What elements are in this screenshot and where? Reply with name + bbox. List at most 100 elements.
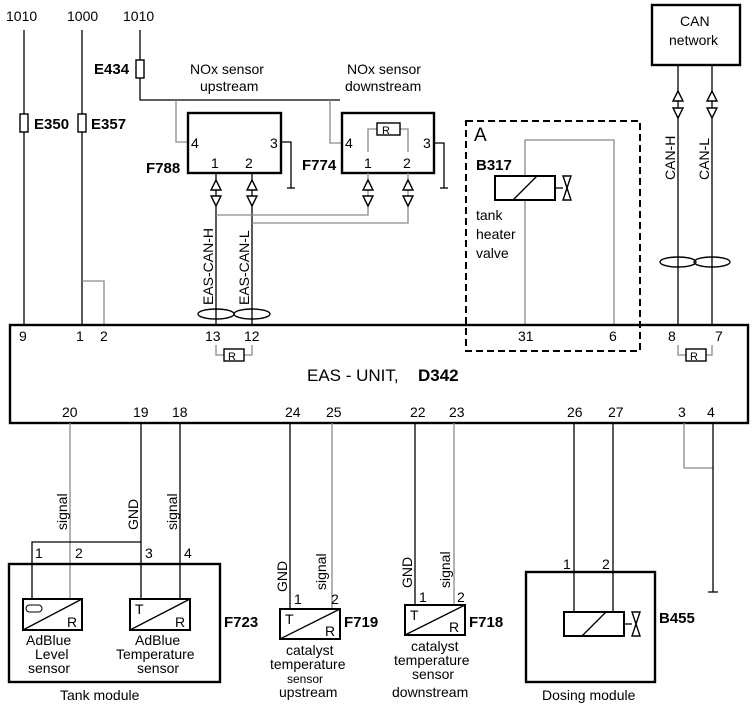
f788-pin-3: 3 bbox=[270, 135, 278, 151]
f774-resistor-lead-2 bbox=[400, 128, 409, 152]
f719-pin-1: 1 bbox=[294, 591, 302, 607]
eas-can-h-label: EAS-CAN-H bbox=[200, 228, 216, 305]
f719-id: F719 bbox=[344, 614, 378, 631]
sensor-diagonal bbox=[404, 604, 466, 636]
twisted-pair-icon bbox=[233, 308, 271, 320]
valve-icon-bottom bbox=[631, 621, 641, 637]
tank-pin-4: 4 bbox=[184, 545, 192, 561]
f718-wire-label-gnd: GND bbox=[399, 557, 415, 588]
connector-icon bbox=[671, 89, 685, 102]
f719-wire-label-signal: signal bbox=[313, 553, 329, 590]
fuse-icon-e350 bbox=[19, 113, 29, 133]
nox-downstream-title-2: downstream bbox=[345, 78, 421, 94]
resistor-lead bbox=[215, 345, 224, 356]
wire-tank-gnd-link bbox=[31, 541, 141, 598]
supply-label-1010-a: 1010 bbox=[6, 8, 37, 24]
eas-unit-box bbox=[8, 323, 750, 425]
solenoid-diagonal bbox=[512, 175, 538, 201]
f719-desc-4: upstream bbox=[279, 684, 337, 700]
group-a-label: A bbox=[474, 125, 487, 146]
temp-sensor-desc-3: sensor bbox=[137, 660, 179, 676]
connector-icon bbox=[361, 195, 375, 208]
nox-downstream-id: F774 bbox=[302, 157, 337, 174]
f718-wire-label-signal: signal bbox=[437, 551, 453, 588]
dosing-module-name: Dosing module bbox=[542, 687, 636, 703]
eas-can-connectors bbox=[209, 173, 415, 325]
sensor-diagonal bbox=[22, 598, 83, 631]
fuse-label-e350: E350 bbox=[34, 116, 69, 133]
f788-pin-4: 4 bbox=[191, 135, 199, 151]
f718-desc-2: temperature bbox=[394, 652, 470, 668]
wire-f788-pin3-ground bbox=[281, 141, 292, 188]
can-l-label: CAN-L bbox=[696, 138, 712, 180]
f718-letter-r: R bbox=[449, 619, 459, 635]
level-sensor-letter-r: R bbox=[67, 614, 77, 630]
dosing-module-box bbox=[524, 570, 657, 684]
wire-f788-pin4 bbox=[175, 100, 188, 143]
f788-pin-1: 1 bbox=[211, 155, 219, 171]
fuse-icon-e357 bbox=[77, 113, 87, 133]
resistor-lead bbox=[706, 345, 713, 356]
dosing-module-id: B455 bbox=[659, 610, 695, 627]
b455-pin-1: 1 bbox=[563, 556, 571, 572]
connector-icon bbox=[361, 178, 375, 191]
eas-pin-3: 3 bbox=[678, 404, 686, 420]
f718-desc-3: sensor bbox=[412, 666, 454, 682]
level-sensor-desc-2: Level bbox=[35, 646, 68, 662]
b317-id: B317 bbox=[476, 157, 512, 174]
connector-icon bbox=[401, 195, 415, 208]
nox-downstream-title-1: NOx sensor bbox=[347, 61, 421, 77]
tank-wire-label-signal-1: signal bbox=[54, 493, 70, 530]
wire-pin2-link bbox=[82, 280, 105, 325]
f718-desc-1: catalyst bbox=[411, 638, 459, 654]
f718-pin-2: 2 bbox=[457, 589, 465, 605]
eas-pin-8: 8 bbox=[668, 328, 676, 344]
sensor-diagonal bbox=[279, 608, 341, 640]
float-icon bbox=[25, 604, 43, 613]
tank-pin-3: 3 bbox=[145, 545, 153, 561]
level-sensor-desc-1: AdBlue bbox=[26, 632, 71, 648]
supply-label-1010-b: 1010 bbox=[123, 8, 154, 24]
eas-can-resistor-label: R bbox=[228, 351, 236, 363]
eas-pin-25: 25 bbox=[326, 404, 342, 420]
nox-upstream-id: F788 bbox=[146, 160, 180, 177]
connector-icon bbox=[671, 107, 685, 120]
wire-1010-b bbox=[139, 30, 340, 101]
b317-desc-1: tank bbox=[476, 207, 503, 223]
tank-wire-label-signal-2: signal bbox=[164, 493, 180, 530]
f719-wire-label-gnd: GND bbox=[274, 561, 290, 592]
eas-unit-id: D342 bbox=[418, 366, 459, 385]
can-network-title-2: network bbox=[669, 32, 719, 48]
eas-pin-6: 6 bbox=[609, 328, 617, 344]
f788-pin-2: 2 bbox=[245, 155, 253, 171]
can-network-title-1: CAN bbox=[680, 13, 710, 29]
wire-f774-pin3-ground bbox=[434, 142, 445, 188]
connector-icon bbox=[209, 178, 223, 191]
connector-icon bbox=[245, 195, 259, 208]
temp-sensor-letter-r: R bbox=[175, 614, 185, 630]
wire-f774-can-h bbox=[216, 173, 369, 216]
resistor-lead bbox=[677, 345, 686, 356]
f718-pin-1: 1 bbox=[419, 589, 427, 605]
f774-resistor-label: R bbox=[382, 125, 390, 137]
f774-pin-2: 2 bbox=[403, 155, 411, 171]
tank-module-id: F723 bbox=[224, 614, 258, 631]
f719-letter-r: R bbox=[325, 623, 335, 639]
level-sensor-desc-3: sensor bbox=[28, 660, 70, 676]
b317-desc-3: valve bbox=[476, 245, 509, 261]
f719-desc-3: sensor bbox=[287, 672, 323, 686]
f718-desc-4: downstream bbox=[392, 684, 468, 700]
eas-pin-24: 24 bbox=[285, 404, 301, 420]
sensor-diagonal bbox=[129, 598, 191, 631]
eas-pin-12: 12 bbox=[244, 328, 260, 344]
eas-pin-2: 2 bbox=[100, 328, 108, 344]
eas-pin-20: 20 bbox=[62, 404, 78, 420]
can-h-label: CAN-H bbox=[662, 136, 678, 180]
can-network-box bbox=[650, 3, 742, 67]
f719-desc-1: catalyst bbox=[286, 642, 334, 658]
eas-pin-19: 19 bbox=[133, 404, 149, 420]
can-resistor-icon bbox=[685, 348, 707, 362]
fuse-label-e357: E357 bbox=[91, 116, 126, 133]
f719-letter-t: T bbox=[285, 611, 294, 627]
eas-pin-7: 7 bbox=[715, 328, 723, 344]
